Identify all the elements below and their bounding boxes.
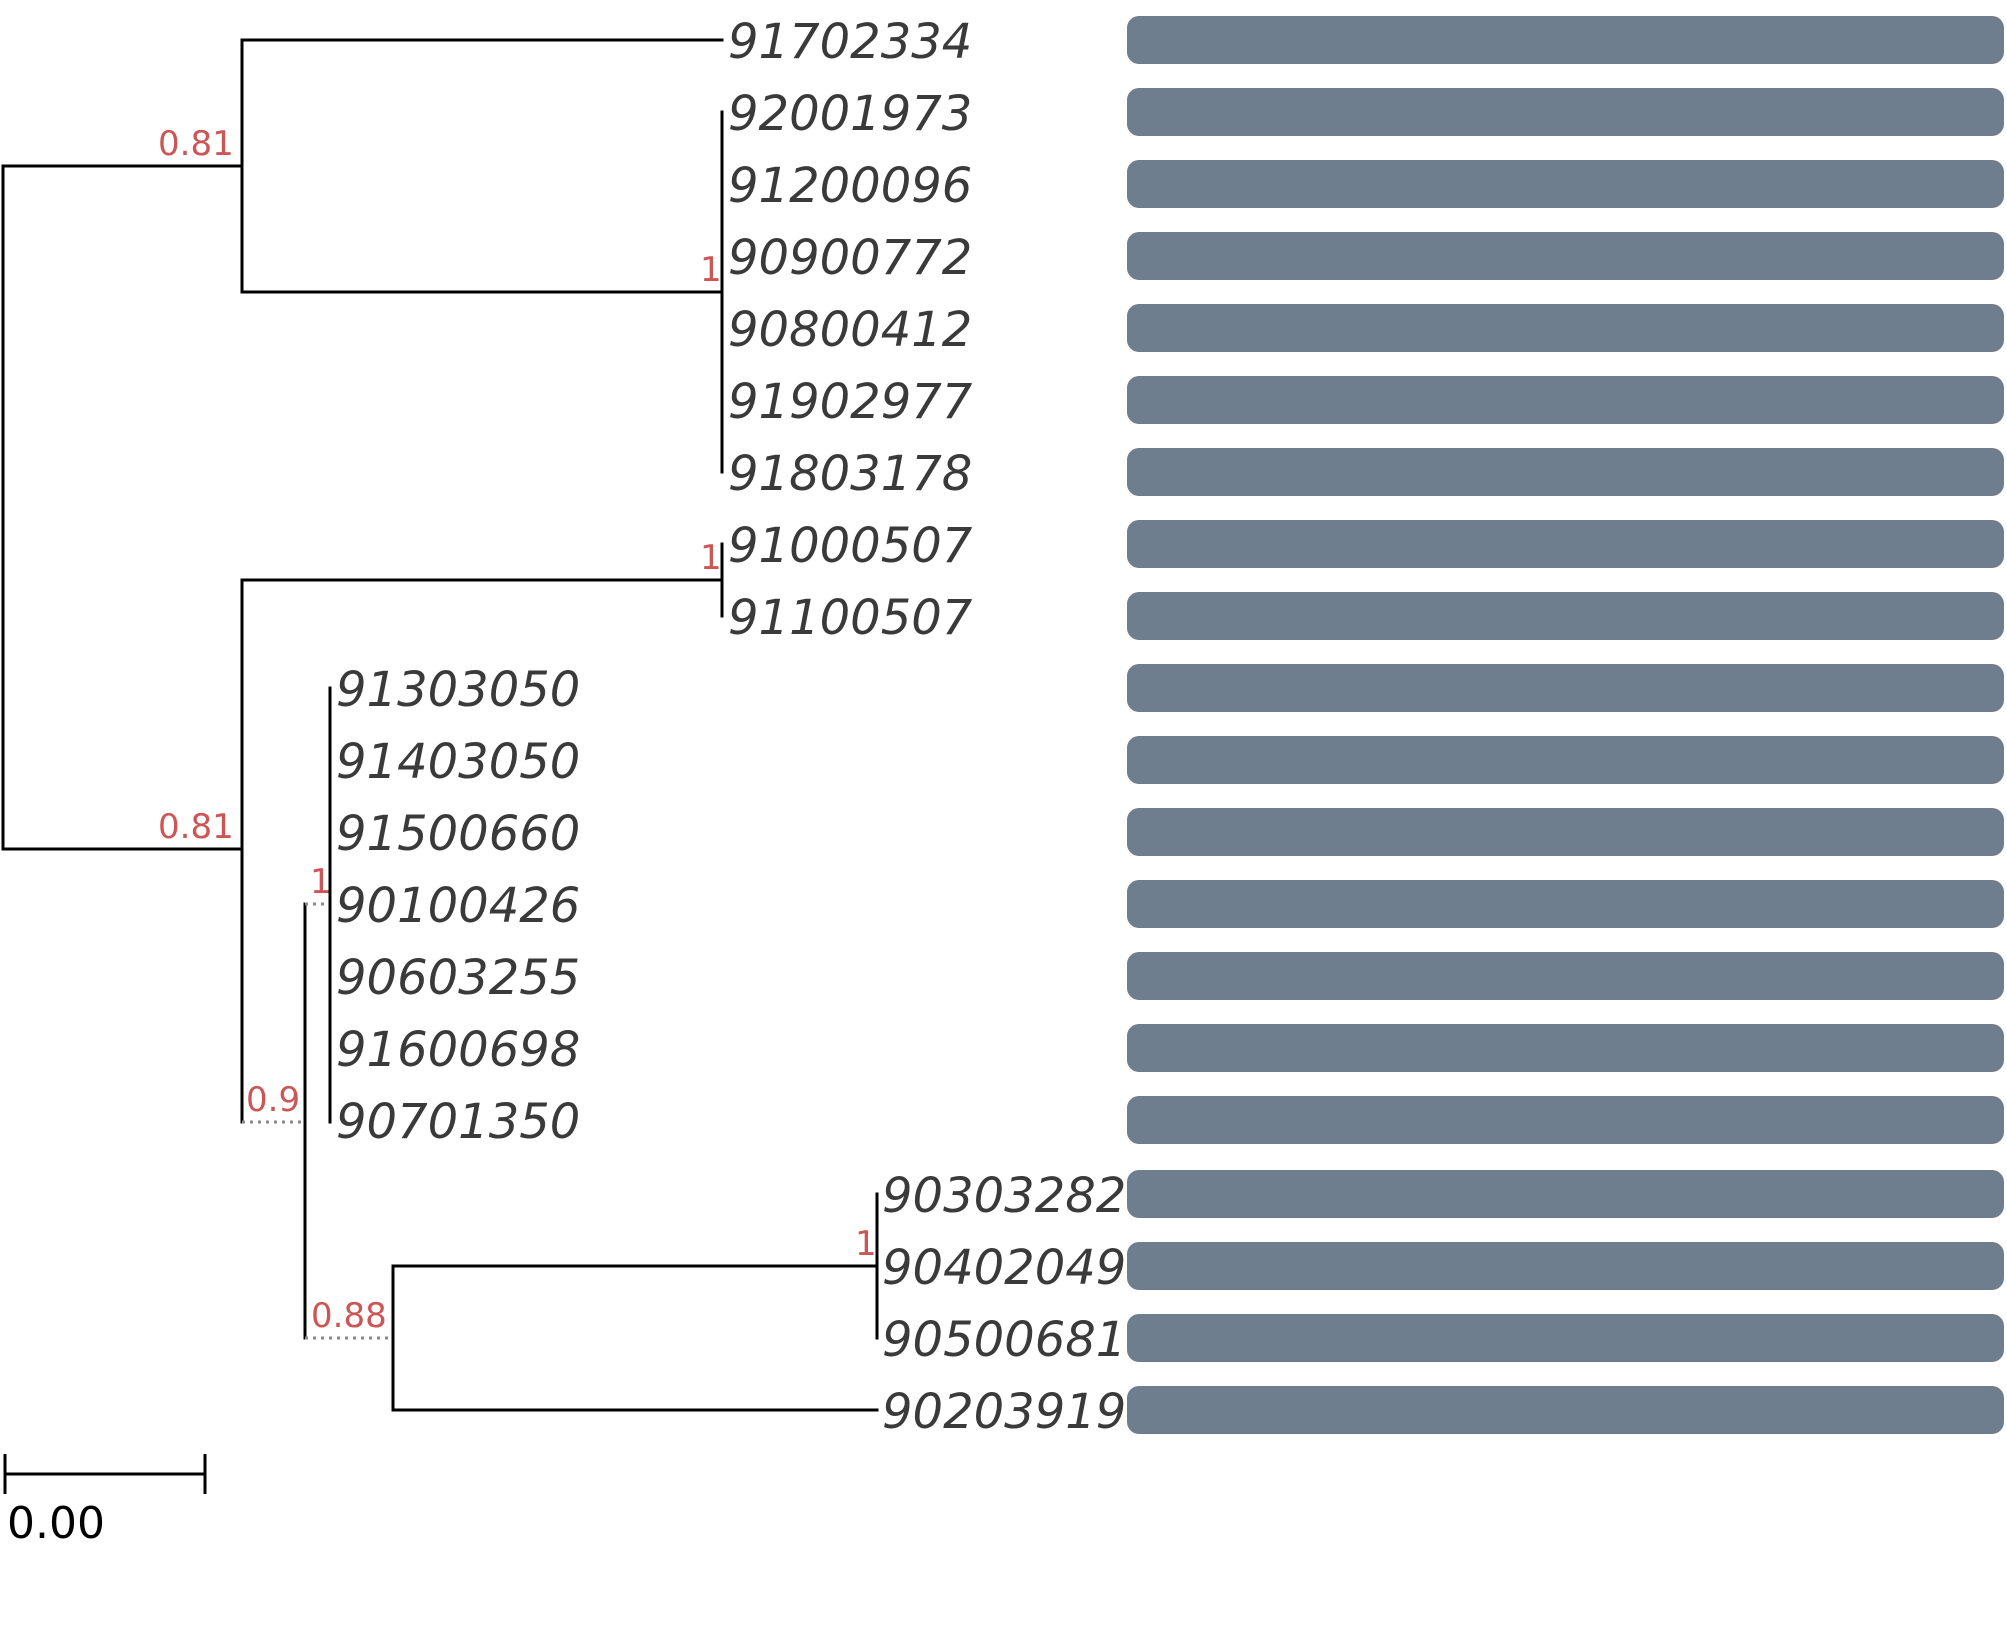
tip-label: 90203919 [882, 1384, 1126, 1440]
annotation-bar [1127, 592, 2004, 640]
tip-label: 92001973 [728, 86, 972, 142]
tip-label: 91100507 [728, 590, 973, 646]
support-label: 1 [700, 538, 722, 578]
annotation-bar [1127, 736, 2004, 784]
annotation-bar [1127, 1096, 2004, 1144]
annotation-bar [1127, 1314, 2004, 1362]
tip-label: 90303282 [882, 1168, 1126, 1224]
annotation-bar [1127, 1170, 2004, 1218]
support-label: 1 [310, 862, 332, 902]
support-label: 1 [855, 1224, 877, 1264]
tip-label: 91600698 [336, 1022, 580, 1078]
annotation-bar [1127, 1024, 2004, 1072]
annotation-bar [1127, 808, 2004, 856]
scale-bar-line [3, 1454, 207, 1494]
tip-label: 90500681 [882, 1312, 1126, 1368]
tip-label: 90603255 [336, 950, 580, 1006]
tip-label: 90402049 [882, 1240, 1126, 1296]
annotation-bar [1127, 88, 2004, 136]
tip-label: 91000507 [728, 518, 973, 574]
tip-label: 91303050 [336, 662, 580, 718]
support-label: 0.81 [158, 807, 234, 847]
annotation-bar [1127, 880, 2004, 928]
tip-label: 90100426 [336, 878, 580, 934]
tip-label: 90800412 [728, 302, 972, 358]
annotation-bar [1127, 376, 2004, 424]
annotation-bar [1127, 664, 2004, 712]
tip-label: 91500660 [336, 806, 580, 862]
tip-label: 91403050 [336, 734, 580, 790]
annotation-bar [1127, 16, 2004, 64]
support-values: 0.81 1 1 0.81 1 0.9 0.88 1 [158, 124, 877, 1336]
tip-labels: 91702334 92001973 91200096 90900772 9080… [336, 14, 1126, 1440]
tip-label: 90900772 [728, 230, 972, 286]
tip-label: 91702334 [728, 14, 972, 70]
annotation-bars [1127, 16, 2004, 1434]
scale-bar: 0.00 [3, 1454, 207, 1549]
tip-label: 90701350 [336, 1094, 580, 1150]
annotation-bar [1127, 1242, 2004, 1290]
tip-label: 91803178 [728, 446, 972, 502]
annotation-bar [1127, 160, 2004, 208]
tree-branches [1, 38, 879, 1412]
tip-label: 91902977 [728, 374, 973, 430]
annotation-bar [1127, 520, 2004, 568]
annotation-bar [1127, 232, 2004, 280]
support-label: 0.88 [311, 1296, 387, 1336]
annotation-bar [1127, 304, 2004, 352]
tip-label: 91200096 [728, 158, 972, 214]
annotation-bar [1127, 1386, 2004, 1434]
annotation-bar [1127, 952, 2004, 1000]
support-label: 0.81 [158, 124, 234, 164]
annotation-bar [1127, 448, 2004, 496]
support-label: 1 [700, 250, 722, 290]
support-label: 0.9 [246, 1080, 300, 1120]
scale-bar-label: 0.00 [7, 1498, 105, 1549]
